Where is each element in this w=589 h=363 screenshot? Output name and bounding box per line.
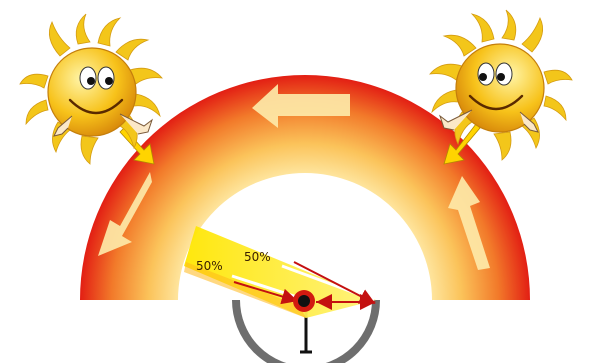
left-percent-label: 50%: [196, 259, 223, 273]
gauge-pivot-icon: [293, 290, 315, 312]
right-percent-label: 50%: [244, 250, 271, 264]
left-sun-mascot-icon: [20, 14, 162, 164]
